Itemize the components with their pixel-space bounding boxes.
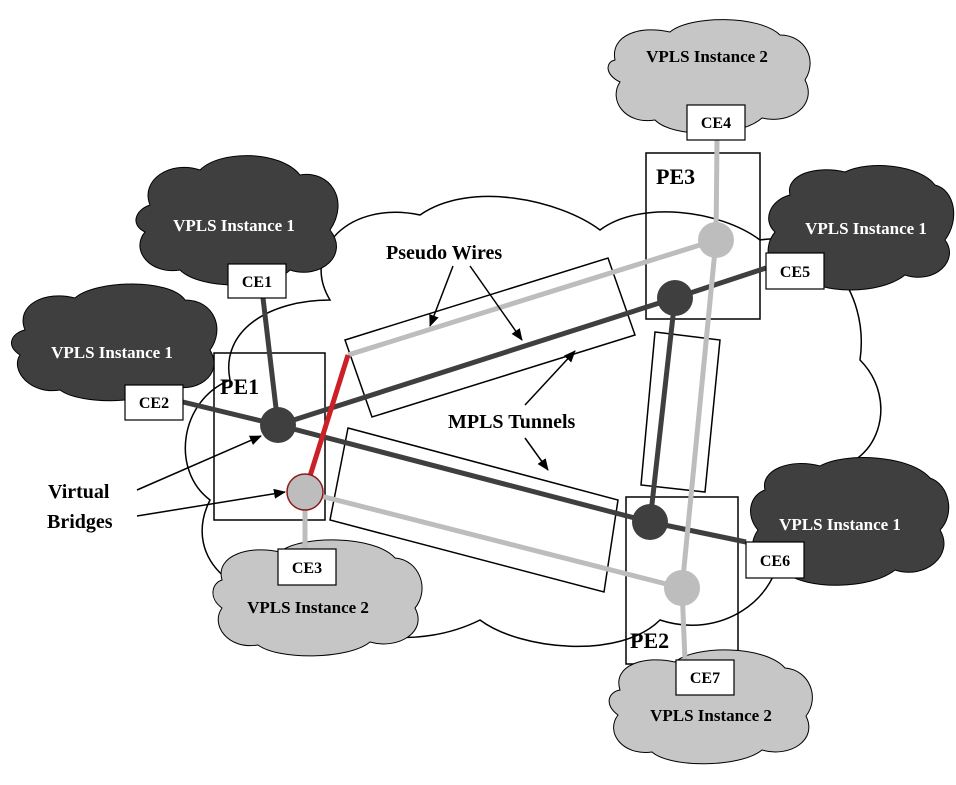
virtual-bridge-pe2-instance1 — [632, 504, 668, 540]
mpls-tunnel-pe1-pe2 — [329, 427, 619, 593]
arrow-mpls-tunnels-1 — [524, 350, 576, 406]
mpls-tunnels-label: MPLS Tunnels — [448, 411, 576, 433]
vpls-instance2-label-ce3: VPLS Instance 2 — [247, 598, 369, 617]
pe3-label: PE3 — [656, 164, 695, 189]
pe2-label: PE2 — [630, 628, 669, 653]
ce1-box — [227, 263, 287, 299]
vpls-instance1-label-ce2: VPLS Instance 1 — [51, 343, 173, 362]
virtual-bridge-pe2-instance2 — [664, 570, 700, 606]
virtual-bridge-pe3-instance1 — [657, 280, 693, 316]
pe1-label: PE1 — [220, 374, 259, 399]
vpls-instance2-label-ce4: VPLS Instance 2 — [646, 47, 768, 66]
ce5-box — [765, 252, 825, 290]
virtual-bridge-pe1-instance2 — [286, 473, 324, 511]
arrow-mpls-tunnels-2 — [524, 437, 549, 471]
vpls-instance1-cloud-ce1 — [135, 155, 339, 286]
ce4-box — [686, 104, 746, 141]
ce1-label: CE1 — [242, 274, 272, 291]
vpls-instance1-label-ce6: VPLS Instance 1 — [779, 515, 901, 534]
vpls-instance1-label-ce1: VPLS Instance 1 — [173, 216, 295, 235]
ce4-label: CE4 — [701, 115, 731, 132]
vpls-instance2-cloud-ce7 — [608, 649, 813, 765]
vpls-instance2-cloud-ce4 — [607, 19, 811, 134]
pw-instance1-pe1-pe3 — [277, 295, 676, 428]
ce2-label: CE2 — [139, 395, 169, 412]
pw-highlight-red — [302, 354, 351, 493]
mpls-tunnel-pe3-pe2 — [640, 331, 721, 493]
virtual-bridge-pe3-instance2 — [698, 222, 734, 258]
ce7-label: CE7 — [690, 670, 720, 687]
pseudo-wires-label: Pseudo Wires — [386, 242, 502, 264]
virtual-label: Virtual — [48, 481, 110, 503]
virtual-bridge-pe1-instance1 — [260, 407, 296, 443]
mpls-tunnel-pe1-pe3 — [344, 257, 636, 418]
link-ce1-pe1 — [260, 297, 281, 426]
vpls-instance2-cloud-ce3 — [212, 539, 423, 657]
vpls-instance1-label-ce5: VPLS Instance 1 — [805, 219, 927, 238]
ce2-box — [124, 384, 184, 421]
vpls-instance2-label-ce7: VPLS Instance 2 — [650, 706, 772, 725]
pe3-box — [645, 152, 761, 320]
arrow-pseudo-wires-2 — [469, 265, 523, 341]
arrow-virtual-bridges-2 — [136, 488, 286, 517]
ce7-box — [675, 659, 735, 696]
arrow-pseudo-wires-1 — [429, 265, 454, 327]
ce3-box — [277, 548, 337, 586]
pw-instance1-pe3-pe2 — [647, 297, 678, 523]
pw-instance2-pe1-pe3 — [347, 237, 717, 358]
ce6-label: CE6 — [760, 553, 790, 570]
arrow-virtual-bridges-1 — [136, 435, 262, 491]
ce6-box — [745, 541, 805, 579]
pw-instance2-pe1-pe2 — [304, 489, 683, 591]
bridges-label: Bridges — [47, 511, 113, 533]
ce5-label: CE5 — [780, 264, 810, 281]
ce3-label: CE3 — [292, 560, 322, 577]
pw-instance2-pe3-pe2 — [679, 239, 719, 589]
pw-instance1-pe1-pe2 — [277, 422, 651, 525]
vpls-instance1-cloud-ce2 — [11, 283, 218, 402]
